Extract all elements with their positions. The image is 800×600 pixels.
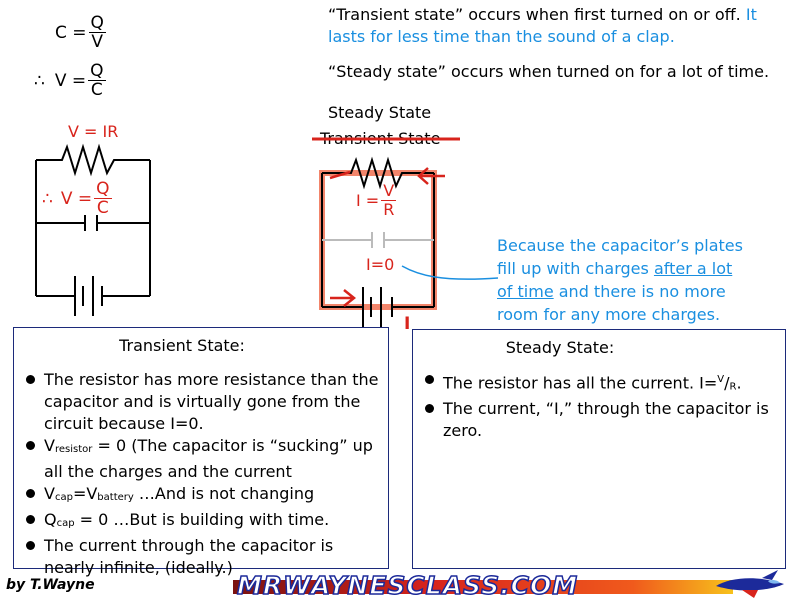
transient-item-2-text: = 0 (The capacitor is “sucking” up all t…	[44, 436, 373, 481]
transient-item-2-sub: resistor	[54, 444, 93, 455]
voltage-denominator: C	[90, 80, 103, 100]
transient-item-1-text: The resistor has more resistance than th…	[44, 370, 379, 433]
steady-item-1-v: V	[717, 374, 725, 385]
right-battery-plates	[362, 287, 393, 327]
transient-item-3-sub2: battery	[97, 492, 134, 503]
left-top-wire	[36, 143, 150, 177]
transient-item-3: Vcap=Vbattery …And is not changing	[20, 483, 384, 509]
site-logo-text: MRWAYNESCLASS.COM	[236, 571, 579, 600]
explanation-line-3-post: and there is no more	[553, 282, 726, 301]
transient-item-1: The resistor has more resistance than th…	[20, 369, 384, 435]
banner-stripe	[233, 580, 733, 594]
left-cap-fraction: Q C	[94, 179, 112, 218]
voltage-numerator: Q	[88, 61, 106, 81]
explanation-line-2-underlined: after a lot	[653, 259, 733, 278]
transient-item-5-text: The current through the capacitor is nea…	[44, 536, 334, 577]
explanation-line-1: Because the capacitor’s plates	[497, 236, 743, 255]
steady-definition: “Steady state” occurs when turned on for…	[328, 62, 770, 81]
voltage-fraction: Q C	[88, 61, 106, 100]
site-banner: MRWAYNESCLASS.COM	[233, 571, 733, 600]
left-resistor-label: V = IR	[68, 122, 119, 141]
capacitance-denominator: V	[91, 32, 104, 52]
bullet-icon	[425, 375, 434, 384]
right-cap-current-label: I=0	[366, 255, 395, 274]
right-res-numerator: V	[381, 181, 397, 201]
left-cap-denominator: C	[96, 198, 109, 218]
voltage-formula: ∴ V = Q C	[34, 62, 108, 99]
transient-item-5: The current through the capacitor is nea…	[20, 535, 384, 579]
steady-box-title: Steady State:	[505, 338, 615, 357]
left-cap-lhs: V =	[60, 188, 93, 209]
explanation-line-3-underlined: of time	[497, 282, 554, 301]
transient-item-3-v1: V	[44, 484, 55, 503]
steady-item-2-text: The current, “I,” through the capacitor …	[443, 399, 769, 441]
transient-item-2-v: V	[44, 436, 55, 455]
explanation-line-3: of time and there is no more	[497, 280, 743, 303]
explanation-text: Because the capacitor’s plates fill up w…	[497, 234, 743, 326]
explanation-line-2: fill up with charges after a lot	[497, 257, 743, 280]
transient-definition: “Transient state” occurs when first turn…	[328, 4, 757, 26]
right-cap-plates	[371, 232, 385, 248]
right-resistor-label: I = V R	[356, 182, 398, 219]
therefore-symbol: ∴	[34, 70, 45, 91]
right-title-steady: Steady State	[328, 103, 432, 122]
explanation-line-4: room for any more charges.	[497, 305, 721, 324]
transient-definition-highlight-1: It	[745, 5, 757, 24]
right-res-fraction: V R	[381, 181, 397, 219]
left-side-wires	[35, 160, 151, 296]
bullet-icon	[26, 515, 35, 524]
steady-item-1: The resistor has all the current. I=V/R.	[419, 369, 781, 398]
capacitance-formula: C = Q V	[55, 14, 108, 51]
capacitance-lhs: C =	[55, 22, 87, 43]
left-battery-plates	[74, 276, 103, 316]
bullet-icon	[26, 441, 35, 450]
steady-state-box: Steady State: The resistor has all the c…	[412, 329, 786, 569]
steady-item-1-slash: /	[724, 373, 730, 393]
steady-item-1-end: .	[736, 373, 742, 393]
left-cap-numerator: Q	[94, 179, 112, 199]
transient-item-4-text: = 0 …But is building with time.	[74, 510, 330, 529]
bullet-icon	[26, 541, 35, 550]
transient-definition-line-2: lasts for less time than the sound of a …	[328, 27, 675, 46]
transient-box-list: The resistor has more resistance than th…	[20, 369, 384, 579]
current-arrow-bottom	[330, 289, 357, 307]
capacitance-fraction: Q V	[88, 13, 106, 52]
bullet-icon	[425, 404, 434, 414]
transient-item-4-sub: cap	[56, 518, 75, 529]
author-byline: by T.Wayne	[6, 577, 95, 593]
steady-item-1-text: The resistor has all the current. I=	[443, 373, 718, 393]
right-res-denominator: R	[383, 200, 395, 219]
right-top-wire	[322, 156, 434, 190]
bullet-icon	[26, 375, 35, 384]
capacitance-numerator: Q	[88, 13, 106, 33]
current-arrow-top-right	[417, 167, 445, 185]
transient-item-3-eq: =V	[72, 484, 98, 503]
transient-state-box: Transient State: The resistor has more r…	[13, 327, 389, 577]
steady-item-2: The current, “I,” through the capacitor …	[419, 398, 781, 442]
transient-definition-text: “Transient state” occurs when first turn…	[328, 5, 741, 24]
transient-item-4: Qcap = 0 …But is building with time.	[20, 509, 384, 535]
callout-line	[401, 265, 499, 280]
transient-item-2: Vresistor = 0 (The capacitor is “sucking…	[20, 435, 384, 483]
transient-item-4-q: Q	[44, 510, 57, 529]
current-symbol: I	[404, 314, 411, 334]
left-cap-therefore: ∴	[42, 188, 53, 209]
bullet-icon	[26, 489, 35, 498]
steady-item-1-r: R	[729, 381, 737, 393]
explanation-line-2-pre: fill up with charges	[497, 259, 654, 278]
transient-item-3-sub1: cap	[54, 492, 73, 503]
right-res-lhs: I =	[356, 191, 380, 210]
transient-item-3-text: …And is not changing	[133, 484, 315, 503]
rocket-icon	[716, 570, 784, 598]
steady-box-list: The resistor has all the current. I=V/R.…	[419, 369, 781, 442]
transient-box-title: Transient State:	[119, 336, 245, 355]
left-capacitor-label: ∴ V = Q C	[42, 180, 114, 217]
voltage-lhs: V =	[54, 70, 87, 91]
current-arrow-top-left	[329, 170, 351, 180]
